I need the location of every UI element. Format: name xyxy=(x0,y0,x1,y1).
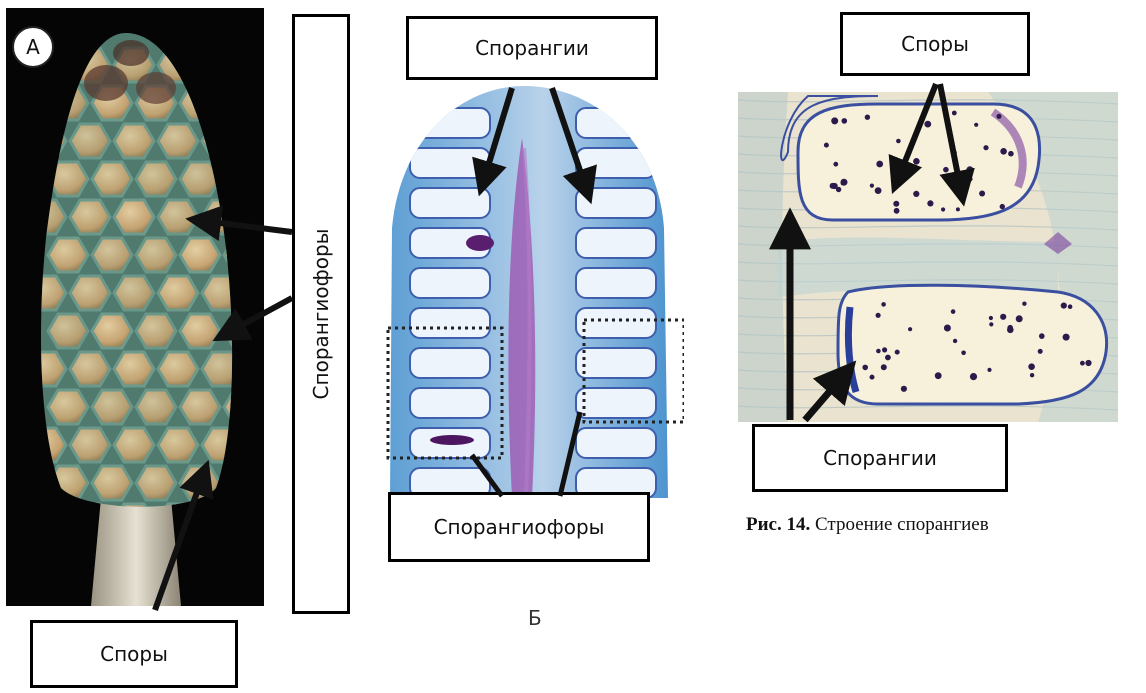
arrow-spores-c-left xyxy=(896,84,936,184)
arrow-sporangiophore-upper xyxy=(196,220,292,232)
line-sporangiophore-right xyxy=(560,412,580,496)
arrow-sporangia-right xyxy=(552,88,588,194)
arrow-sporangia-left xyxy=(482,88,512,186)
arrow-spores-c-right xyxy=(940,84,962,196)
arrow-sporangia-c-diag xyxy=(805,370,848,420)
arrow-spores-a xyxy=(155,470,205,610)
arrow-sporangiophore-lower xyxy=(222,298,292,336)
line-sporangiophore-left xyxy=(472,455,502,496)
